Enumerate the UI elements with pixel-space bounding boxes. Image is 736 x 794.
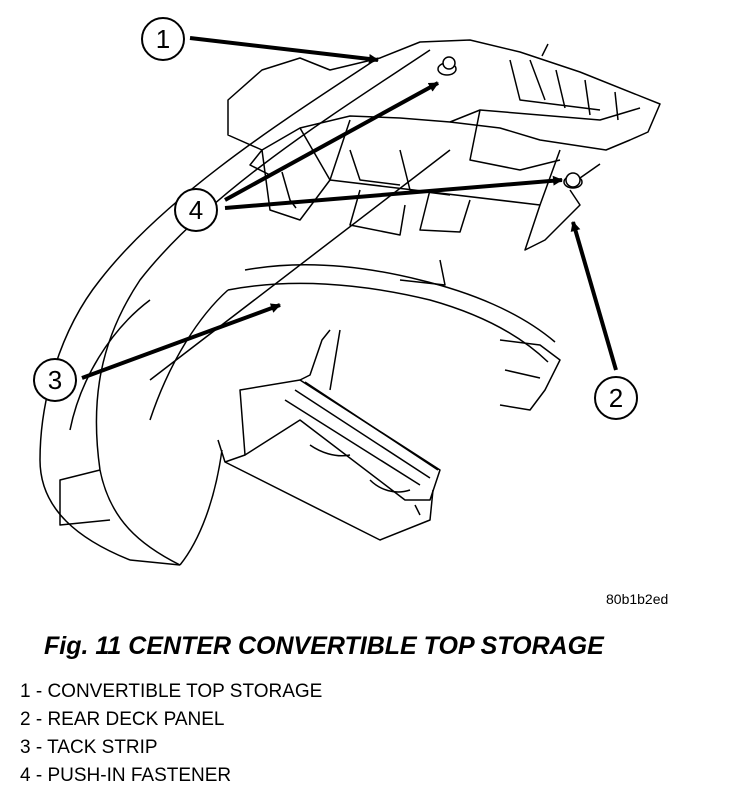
callout-4: 4 <box>174 188 218 232</box>
parts-legend: 1 - CONVERTIBLE TOP STORAGE 2 - REAR DEC… <box>20 678 322 790</box>
exploded-assembly-diagram: 1 4 3 2 <box>33 17 661 566</box>
callout-1: 1 <box>141 17 185 61</box>
svg-text:4: 4 <box>189 195 203 225</box>
legend-item: 2 - REAR DECK PANEL <box>20 709 225 730</box>
svg-text:3: 3 <box>48 365 62 395</box>
svg-text:1: 1 <box>156 24 170 54</box>
fastener-lower-head <box>565 172 581 188</box>
convertible-top-storage-part <box>227 39 661 251</box>
leader-3 <box>81 303 281 380</box>
leader-2 <box>570 221 618 371</box>
image-reference-code: 80b1b2ed <box>606 591 669 607</box>
callout-3: 3 <box>33 358 77 402</box>
push-in-fasteners <box>437 43 601 189</box>
callout-2: 2 <box>594 376 638 420</box>
legend-item: 3 - TACK STRIP <box>20 737 158 758</box>
figure-caption: Fig. 11 CENTER CONVERTIBLE TOP STORAGE <box>44 632 604 660</box>
leader-4b <box>224 175 563 210</box>
fastener-upper-head <box>442 56 456 70</box>
leader-lines <box>81 36 618 380</box>
svg-text:2: 2 <box>609 383 623 413</box>
legend-item: 4 - PUSH-IN FASTENER <box>20 765 232 786</box>
rear-deck-panel-part <box>39 49 556 566</box>
leader-4a <box>224 81 439 202</box>
tack-strip-part <box>217 329 561 541</box>
leader-1 <box>189 36 379 64</box>
legend-item: 1 - CONVERTIBLE TOP STORAGE <box>20 681 323 702</box>
